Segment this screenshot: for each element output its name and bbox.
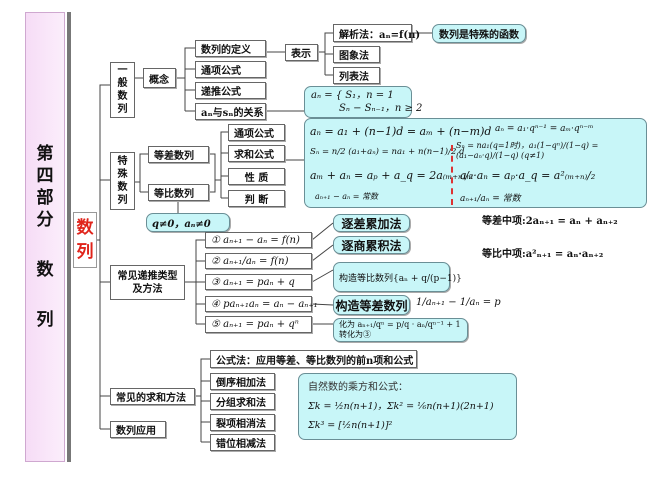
method-accumulate-quotients: 逐商累积法 — [333, 236, 410, 254]
recursion-type-4: ④ paₙ₊₁aₙ = aₙ − aₙ₊₁ — [205, 296, 318, 312]
recursion-type-5: ⑤ aₙ₊₁ = paₙ + qⁿ — [205, 316, 312, 333]
natural-formula: Σk = ½n(n+1)，Σk² = ⅙n(n+1)(2n+1) — [308, 401, 494, 412]
title-char: 第 — [36, 144, 54, 164]
summation-methods-node: 常见的求和方法 — [110, 388, 195, 405]
group-sum-method: 分组求和法 — [210, 393, 275, 410]
special-formulas-panel: aₙ = a₁ + (n−1)d = aₘ + (n−m)d Sₙ = n/2 … — [304, 118, 647, 208]
arithmetic-sequence-node: 等差数列 — [148, 146, 209, 163]
title-char: 部 — [36, 188, 54, 208]
graph-method-node: 图象法 — [333, 46, 380, 63]
aspect-judgement: 判 断 — [228, 190, 285, 207]
geom-property: aₘ·aₙ = aₚ·a_q = a²₍ₘ₊ₙ₎/₂ — [460, 169, 596, 182]
aspect-general-term: 通项公式 — [228, 124, 285, 141]
title-char: 列 — [36, 310, 54, 330]
geom-sum: Sₙ = na₁(q=1时)，a₁(1−qⁿ)/(1−q) = (a₁−aₙ·q… — [456, 141, 599, 160]
title-char: 四 — [36, 166, 54, 186]
arith-property: aₘ + aₙ = aₚ + a_q = 2a₍ₘ₊ₙ₎/₂ — [310, 169, 474, 182]
formula-method: 公式法：应用等差、等比数列的前n项和公式 — [210, 350, 417, 368]
arith-mean: 等差中项:2aₙ₊₁ = aₙ + aₙ₊₂ — [482, 216, 618, 227]
geom-general-term: aₙ = a₁·qⁿ⁻¹ = aₘ·qⁿ⁻ᵐ — [495, 124, 594, 134]
function-note: 数列是特殊的函数 — [432, 24, 526, 43]
aspect-sum-formula: 求和公式 — [228, 145, 285, 162]
aspect-properties: 性 质 — [228, 168, 285, 185]
natural-formula: Σk³ = [½n(n+1)]² — [308, 420, 393, 431]
shift-subtract-method: 错位相减法 — [210, 434, 275, 451]
general-sequence-node: 一般数列 — [110, 62, 135, 118]
divider-bar — [67, 12, 71, 462]
section-title: 第 四 部 分 数 列 — [25, 12, 65, 462]
geom-judgement: aₙ₊₁/aₙ = 常数 — [460, 194, 521, 204]
recursion-type-3: ③ aₙ₊₁ = paₙ + q — [205, 274, 312, 290]
definition-node: 数列的定义 — [195, 40, 266, 57]
general-term-node: 通项公式 — [195, 61, 266, 78]
recursion-type-2: ② aₙ₊₁/aₙ = f(n) — [205, 253, 312, 269]
title-char: 分 — [36, 210, 54, 230]
representation-node: 表示 — [285, 44, 318, 61]
special-sequence-node: 特殊数列 — [110, 152, 135, 210]
title-char: 数 — [36, 260, 54, 280]
arith-construct-formula: 1/aₙ₊₁ − 1/aₙ = p — [416, 297, 501, 308]
method-transform: 化为 aₙ₊₁/qⁿ = p/q · aₙ/qⁿ⁻¹ + 1转化为③ — [333, 318, 468, 342]
geom-mean: 等比中项:a²ₙ₊₁ = aₙ·aₙ₊₂ — [482, 249, 604, 260]
concept-node: 概念 — [143, 68, 176, 88]
analytic-method-node: 解析法：aₙ=f(n) — [333, 24, 420, 42]
recursive-formula-node: 递推公式 — [195, 82, 266, 99]
telescoping-method: 裂项相消法 — [210, 414, 275, 431]
natural-power-sums: 自然数的乘方和公式： Σk = ½n(n+1)，Σk² = ⅙n(n+1)(2n… — [298, 373, 517, 440]
recursion-types-node: 常见递推类型及方法 — [110, 265, 185, 300]
recursion-type-1: ① aₙ₊₁ − aₙ = f(n) — [205, 232, 312, 248]
application-node: 数列应用 — [110, 421, 166, 438]
condition-note: q≠0，aₙ≠0 — [146, 213, 230, 232]
table-method-node: 列表法 — [333, 67, 380, 84]
an-sn-relation-node: aₙ与sₙ的关系 — [195, 103, 266, 120]
natural-title: 自然数的乘方和公式： — [308, 382, 408, 393]
method-construct-geometric: 构造等比数列{aₙ + q/(p−1)} — [333, 262, 462, 292]
arith-sum: Sₙ = n/2 (a₁+aₙ) = na₁ + n(n−1)/2 d — [310, 147, 465, 157]
arith-judgement: aₙ₊₁ − aₙ = 常数 — [315, 192, 379, 201]
arith-general-term: aₙ = a₁ + (n−1)d = aₘ + (n−m)d — [310, 125, 492, 138]
geometric-sequence-node: 等比数列 — [148, 184, 209, 201]
root-node: 数列 — [73, 212, 97, 268]
dashed-divider — [451, 145, 453, 205]
method-construct-arithmetic: 构造等差数列 — [333, 295, 410, 315]
method-accumulate-differences: 逐差累加法 — [333, 214, 410, 232]
reverse-add-method: 倒序相加法 — [210, 373, 275, 390]
